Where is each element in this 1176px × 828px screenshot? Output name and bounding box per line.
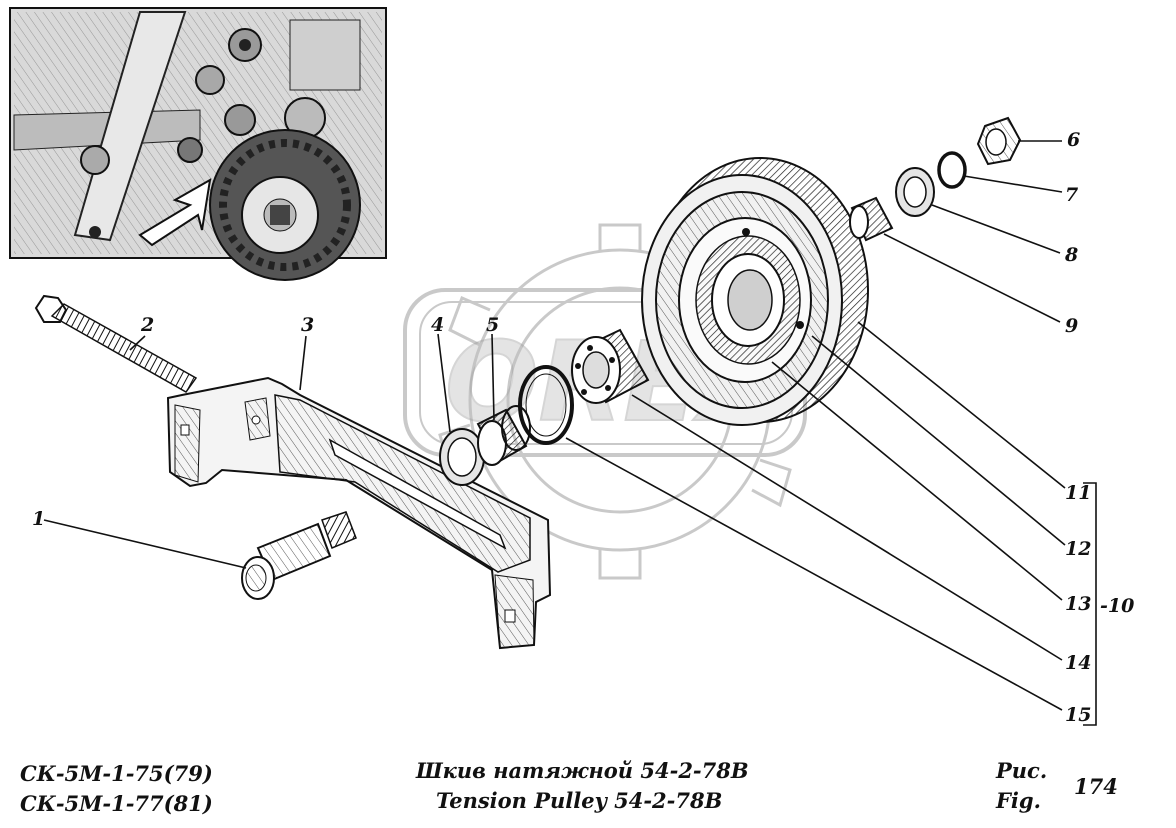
callout-5: 5 <box>486 314 500 336</box>
bracket-part-3 <box>166 376 552 650</box>
callout-7: 7 <box>1065 184 1079 206</box>
callout-11: 11 <box>1065 482 1092 504</box>
title-english: Tension Pulley 54-2-78B <box>436 788 723 813</box>
callout-12: 12 <box>1065 538 1092 560</box>
figure-number: 174 <box>1074 774 1118 799</box>
model-code-line-2: СК-5М-1-77(81) <box>20 791 213 816</box>
lock-washer-part-7 <box>937 151 967 189</box>
inset-photo <box>9 7 387 281</box>
callout-4: 4 <box>431 314 445 336</box>
leader-lines <box>43 140 1097 726</box>
washer-part-4 <box>439 428 485 486</box>
pulley-assembly <box>641 157 869 426</box>
bushing-part-5 <box>476 405 531 466</box>
snap-ring-part-15 <box>518 365 574 445</box>
callout-3: 3 <box>301 314 315 336</box>
callout-10: -10 <box>1100 595 1135 617</box>
title-russian: Шкив натяжной 54-2-78В <box>416 758 749 783</box>
callout-15: 15 <box>1065 704 1092 726</box>
callout-13: 13 <box>1065 593 1092 615</box>
washer-part-8 <box>895 167 935 217</box>
callout-2: 2 <box>141 314 155 336</box>
callout-9: 9 <box>1065 315 1079 337</box>
model-code-line-1: СК-5М-1-75(79) <box>20 761 213 786</box>
nut-part-6 <box>976 116 1022 166</box>
callout-6: 6 <box>1067 129 1081 151</box>
callout-8: 8 <box>1065 244 1079 266</box>
bearing-part-14 <box>571 328 650 404</box>
figure-label-english: Fig. <box>996 788 1041 813</box>
figure-label-russian: Рис. <box>996 758 1048 783</box>
bolt-part-2 <box>34 294 198 393</box>
callout-1: 1 <box>32 508 46 530</box>
callout-14: 14 <box>1065 652 1092 674</box>
bushing-part-9 <box>849 196 894 242</box>
pin-part-1 <box>241 511 357 600</box>
